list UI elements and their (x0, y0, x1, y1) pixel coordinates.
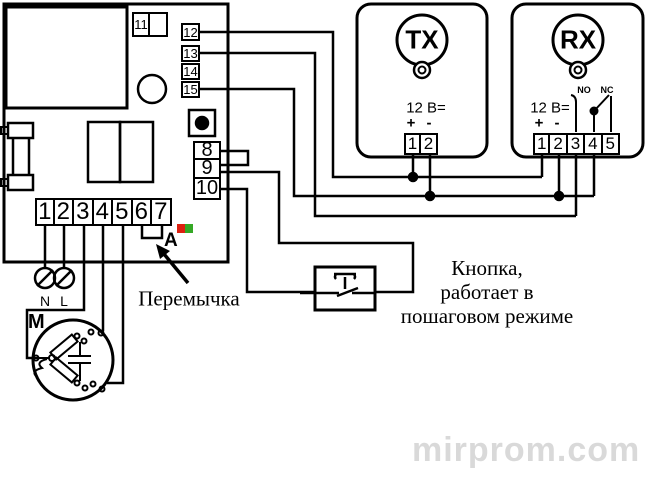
board-terminal-11: 11 (132, 12, 150, 37)
button-annotation-line2: работает в (440, 280, 534, 304)
tx-minus-label: - (426, 114, 432, 132)
button-annotation: Кнопка, работает в пошаговом режиме (401, 256, 573, 328)
rx-nc-label: NC (600, 85, 614, 95)
motor-label: М (28, 311, 45, 333)
wire-jumper-8-9 (221, 149, 250, 167)
board-terminal-15: 15 (181, 81, 200, 98)
rx-plus-label: + (534, 114, 544, 132)
tx-photocell (355, 2, 489, 159)
rx-photocell (510, 2, 645, 159)
tx-voltage-label: 12 В= (406, 99, 446, 117)
rx-lens-icon (568, 60, 588, 80)
program-button (187, 108, 217, 138)
wires-mains (43, 226, 66, 268)
rx-voltage-label: 12 В= (530, 99, 570, 117)
board-terminal-14: 14 (181, 63, 200, 80)
line-label: L (60, 293, 68, 309)
rx-no-label: NO (577, 85, 591, 95)
board-terminal-11b (150, 12, 168, 37)
junction-dot (553, 190, 565, 202)
led-green-icon (185, 224, 193, 233)
board-terminal-8: 8 (193, 139, 221, 161)
wire-5-to-motor (107, 226, 125, 385)
led-red-icon (177, 224, 185, 233)
tx-title: TX (405, 24, 439, 55)
wire-12-to-photocells (200, 30, 542, 179)
motor-switch-squiggle (33, 358, 48, 378)
button-annotation-line3: пошаговом режиме (400, 304, 574, 328)
motor-capacitor (68, 342, 91, 381)
rx-terminal-3: 3 (567, 133, 586, 155)
button-annotation-line1: Кнопка, (451, 256, 523, 280)
rx-minus-label: - (554, 114, 560, 132)
rx-terminal-4: 4 (585, 133, 603, 155)
neutral-label: N (39, 293, 51, 309)
control-board (0, 2, 230, 264)
buzzer-circle (136, 73, 168, 105)
wire-3-to-motor (25, 226, 86, 360)
junction-dot (407, 171, 419, 183)
rx-terminal-5: 5 (602, 133, 620, 155)
relay-block (86, 120, 155, 184)
pushbutton (300, 265, 377, 312)
tx-plus-label: + (406, 114, 416, 132)
board-terminal-13: 13 (181, 45, 200, 62)
board-terminal-10: 10 (193, 177, 221, 200)
tx-terminal-strip: 1 2 (404, 133, 438, 155)
board-terminal-9: 9 (193, 157, 221, 179)
mains-terminals (33, 266, 76, 290)
jumper-link (140, 226, 164, 240)
tx-lens-icon (412, 60, 432, 80)
indicator-label-a: A (164, 230, 178, 251)
fuse (0, 121, 35, 192)
board-terminal-3: 3 (74, 198, 94, 226)
wire-15-common (200, 87, 594, 198)
rx-terminal-strip: 1 2 3 4 5 (533, 133, 620, 155)
wires-rx (540, 155, 596, 216)
rx-relay-contact (570, 94, 612, 132)
jumper-arrow (156, 244, 190, 285)
board-terminal-6: 6 (132, 198, 152, 226)
transformer-box (4, 5, 129, 110)
watermark: mirprom.com (412, 431, 641, 469)
board-terminal-5: 5 (113, 198, 133, 226)
motor (31, 318, 115, 402)
board-terminal-strip-8-10: 8 9 10 (193, 139, 221, 200)
rx-terminal-2: 2 (550, 133, 568, 155)
board-terminal-7: 7 (152, 198, 172, 226)
tx-terminal-2: 2 (421, 133, 438, 155)
board-terminal-block-11: 11 (132, 12, 168, 37)
board-terminal-2: 2 (54, 198, 74, 226)
board-terminal-strip-1-7: 1 2 3 4 5 6 7 (35, 198, 172, 226)
rx-title: RX (559, 24, 597, 55)
tx-terminal-1: 1 (404, 133, 421, 155)
wire-10-to-button (221, 187, 315, 294)
board-terminal-1: 1 (35, 198, 55, 226)
wiring (25, 30, 596, 385)
rx-terminal-1: 1 (533, 133, 551, 155)
wire-13-to-rx-no (200, 51, 576, 218)
junction-dot (424, 190, 436, 202)
wire-9-to-button (221, 170, 415, 294)
board-terminal-12: 12 (181, 23, 200, 41)
jumper-annotation: Перемычка (138, 286, 240, 311)
board-terminal-4: 4 (93, 198, 113, 226)
